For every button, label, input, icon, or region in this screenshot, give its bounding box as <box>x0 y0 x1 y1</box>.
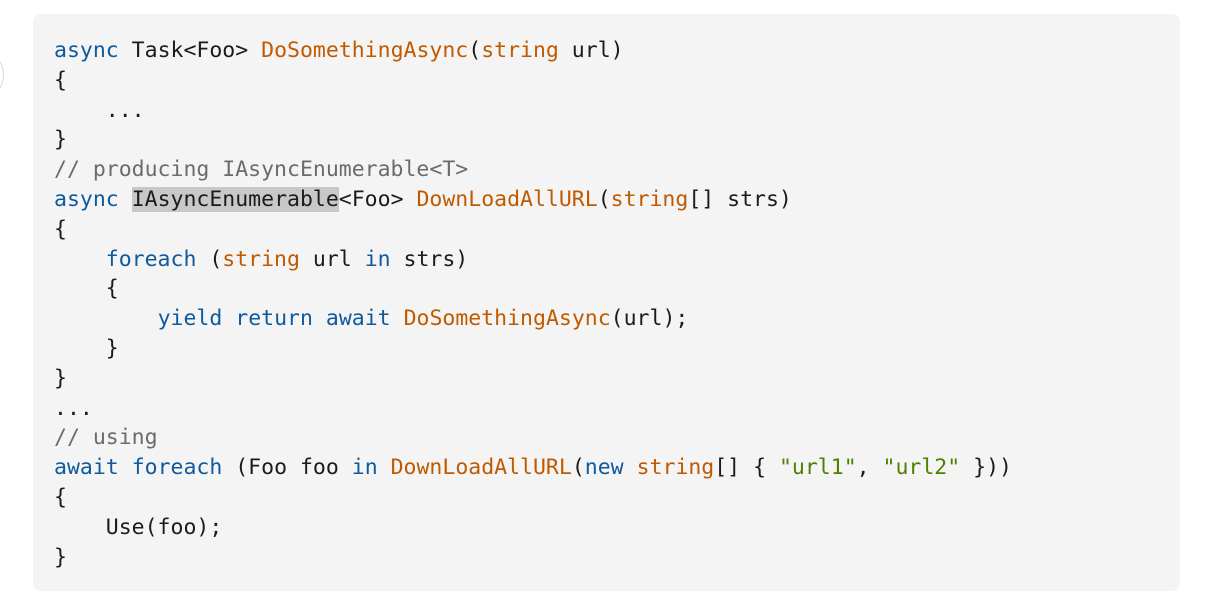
code-comment: // using <box>54 425 158 451</box>
code-block: async Task<Foo> DoSomethingAsync(string … <box>33 14 1180 591</box>
code-text: ... <box>54 395 93 421</box>
code-type: string <box>481 38 559 63</box>
code-text: } <box>54 544 67 570</box>
edge-circle-decoration <box>0 54 4 96</box>
code-text <box>378 455 391 480</box>
code-text <box>119 455 132 480</box>
code-line: // producing IAsyncEnumerable<T> <box>54 155 1012 185</box>
code-text: [] strs) <box>688 186 792 212</box>
code-line: async Task<Foo> DoSomethingAsync(string … <box>54 36 1012 66</box>
code-function-name: DoSomethingAsync <box>403 306 611 332</box>
code-line: ... <box>54 394 1012 424</box>
code-text: , <box>856 455 883 481</box>
code-keyword: yield <box>157 306 223 332</box>
code-text: } <box>54 335 119 361</box>
code-text <box>222 306 235 331</box>
code-text: ... <box>54 97 145 123</box>
code-keyword: async <box>54 38 119 63</box>
code-text: { <box>54 216 67 242</box>
code-line: } <box>54 543 1012 573</box>
code-line: Use(foo); <box>54 513 1012 543</box>
code-text: strs) <box>390 246 469 272</box>
code-text <box>313 306 326 331</box>
code-text: [] { <box>714 455 779 481</box>
code-line: } <box>54 364 1012 394</box>
code-text: ( <box>597 186 611 212</box>
code-text: { <box>54 276 119 302</box>
code-keyword: in <box>351 455 378 481</box>
code-keyword: async <box>54 186 119 212</box>
code-text: })) <box>960 455 1012 481</box>
code-text: <Foo> <box>338 186 417 212</box>
code-keyword: foreach <box>105 246 197 272</box>
code-keyword: return <box>235 306 313 332</box>
code-comment: // producing IAsyncEnumerable<T> <box>54 157 469 183</box>
code-function-name: DownLoadAllURL <box>390 455 572 481</box>
code-string-literal: "url1" <box>778 455 857 481</box>
code-line: { <box>54 274 1012 304</box>
code-text <box>54 247 106 272</box>
code-line: ... <box>54 96 1012 126</box>
code-text: { <box>54 484 67 510</box>
code-keyword: await <box>54 455 119 481</box>
code-line: await foreach (Foo foo in DownLoadAllURL… <box>54 453 1012 483</box>
code-text: } <box>54 365 67 391</box>
code-text <box>119 187 132 212</box>
code-line: { <box>54 483 1012 513</box>
code-text: ( <box>468 38 482 63</box>
code-line: } <box>54 125 1012 155</box>
code-text: (url); <box>610 306 689 332</box>
code-line: } <box>54 334 1012 364</box>
code-text <box>54 306 158 331</box>
code-type: string <box>610 186 689 212</box>
code-string-literal: "url2" <box>882 455 961 481</box>
code-text: (Foo foo <box>222 455 352 481</box>
code-text: url) <box>558 38 624 63</box>
code-line: // using <box>54 423 1012 453</box>
code-type: string <box>222 246 300 272</box>
code-text: Task<Foo> <box>118 38 262 63</box>
code-line: async IAsyncEnumerable<Foo> DownLoadAllU… <box>54 185 1012 215</box>
code-keyword: new <box>584 455 624 481</box>
code-text <box>624 455 637 480</box>
code-text: Use(foo); <box>54 514 223 540</box>
code-content: async Task<Foo> DoSomethingAsync(string … <box>54 36 1012 572</box>
code-function-name: DownLoadAllURL <box>416 186 598 212</box>
code-text: { <box>54 67 67 93</box>
code-text: url <box>299 246 365 272</box>
code-keyword: foreach <box>131 455 223 481</box>
code-text: ( <box>571 455 585 481</box>
code-line: yield return await DoSomethingAsync(url)… <box>54 304 1012 334</box>
code-type: string <box>636 455 715 481</box>
code-keyword: in <box>364 246 391 272</box>
code-line: foreach (string url in strs) <box>54 245 1012 275</box>
code-text <box>391 306 404 331</box>
code-text: } <box>54 127 67 153</box>
code-line: { <box>54 215 1012 245</box>
code-function-name: DoSomethingAsync <box>261 38 469 63</box>
code-highlighted-text: IAsyncEnumerable <box>131 186 339 212</box>
code-line: { <box>54 66 1012 96</box>
code-keyword: await <box>325 306 391 332</box>
code-text: ( <box>196 246 223 272</box>
